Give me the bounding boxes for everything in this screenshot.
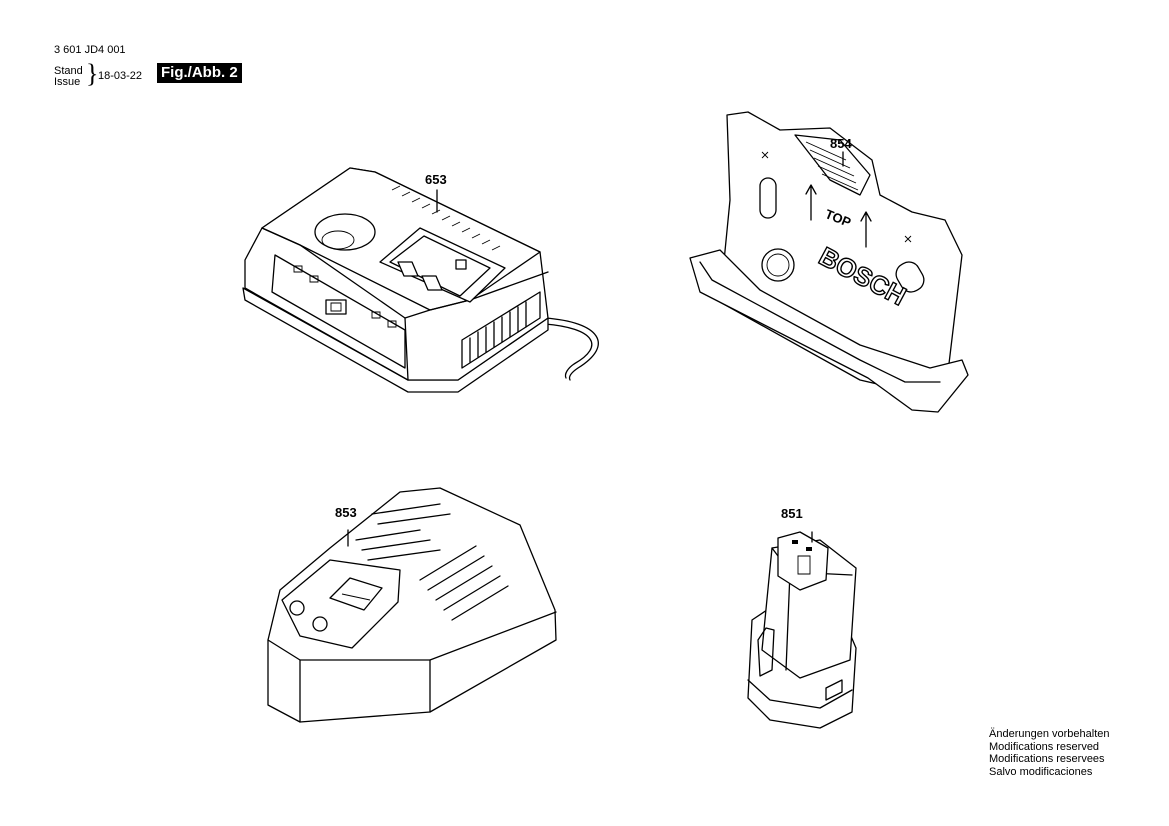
figure-label: Fig./Abb. 2 bbox=[157, 63, 242, 83]
battery-851-illustration bbox=[748, 532, 856, 728]
charger-653-illustration bbox=[243, 168, 598, 392]
charger-853-illustration bbox=[268, 488, 556, 722]
notice-line-es: Salvo modificaciones bbox=[989, 765, 1093, 778]
wall-mount-854-illustration: TOP BOSCH bbox=[690, 112, 968, 412]
part-number-851: 851 bbox=[781, 506, 803, 521]
modifications-notice: Änderungen vorbehalten Modifications res… bbox=[989, 728, 1109, 778]
brace-symbol: } bbox=[86, 59, 99, 88]
part-number-853: 853 bbox=[335, 505, 357, 520]
issue-date: 18-03-22 bbox=[98, 70, 143, 82]
part-number-854: 854 bbox=[830, 136, 852, 151]
notice-line-en: Modifications reserved bbox=[989, 740, 1100, 753]
notice-line-fr: Modifications reservees bbox=[989, 753, 1105, 765]
part-number-653: 653 bbox=[425, 172, 447, 187]
issue-label: Issue bbox=[54, 76, 81, 88]
stand-label: Stand bbox=[54, 65, 83, 77]
notice-line-de: Änderungen vorbehalten bbox=[989, 728, 1110, 740]
document-number: 3 601 JD4 001 bbox=[54, 44, 126, 56]
